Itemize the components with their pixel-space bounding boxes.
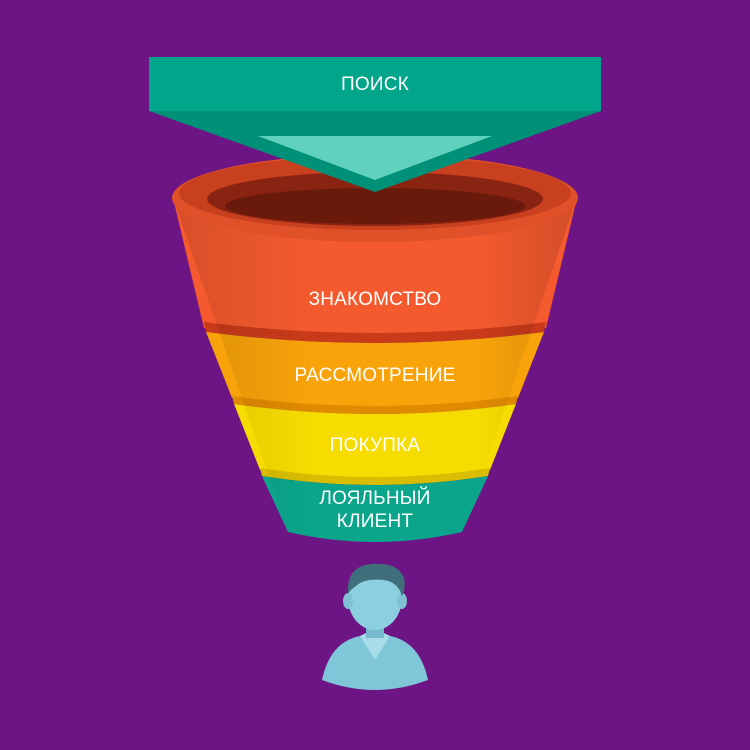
stage-purchase-label: ПОКУПКА [330, 435, 421, 456]
funnel-opening-depth [225, 188, 525, 224]
stage-loyal-label-line2: КЛИЕНТ [337, 511, 414, 532]
person-icon [322, 563, 428, 690]
funnel-shading [173, 198, 577, 542]
search-banner [149, 57, 601, 111]
stage-consideration-label: РАССМОТРЕНИЕ [295, 365, 456, 386]
search-banner-arrow [258, 136, 492, 180]
stage-loyal-label-line1: ЛОЯЛЬНЫЙ [319, 487, 430, 509]
search-label: ПОИСК [341, 74, 409, 95]
stage-awareness-label: ЗНАКОМСТВО [309, 289, 442, 310]
